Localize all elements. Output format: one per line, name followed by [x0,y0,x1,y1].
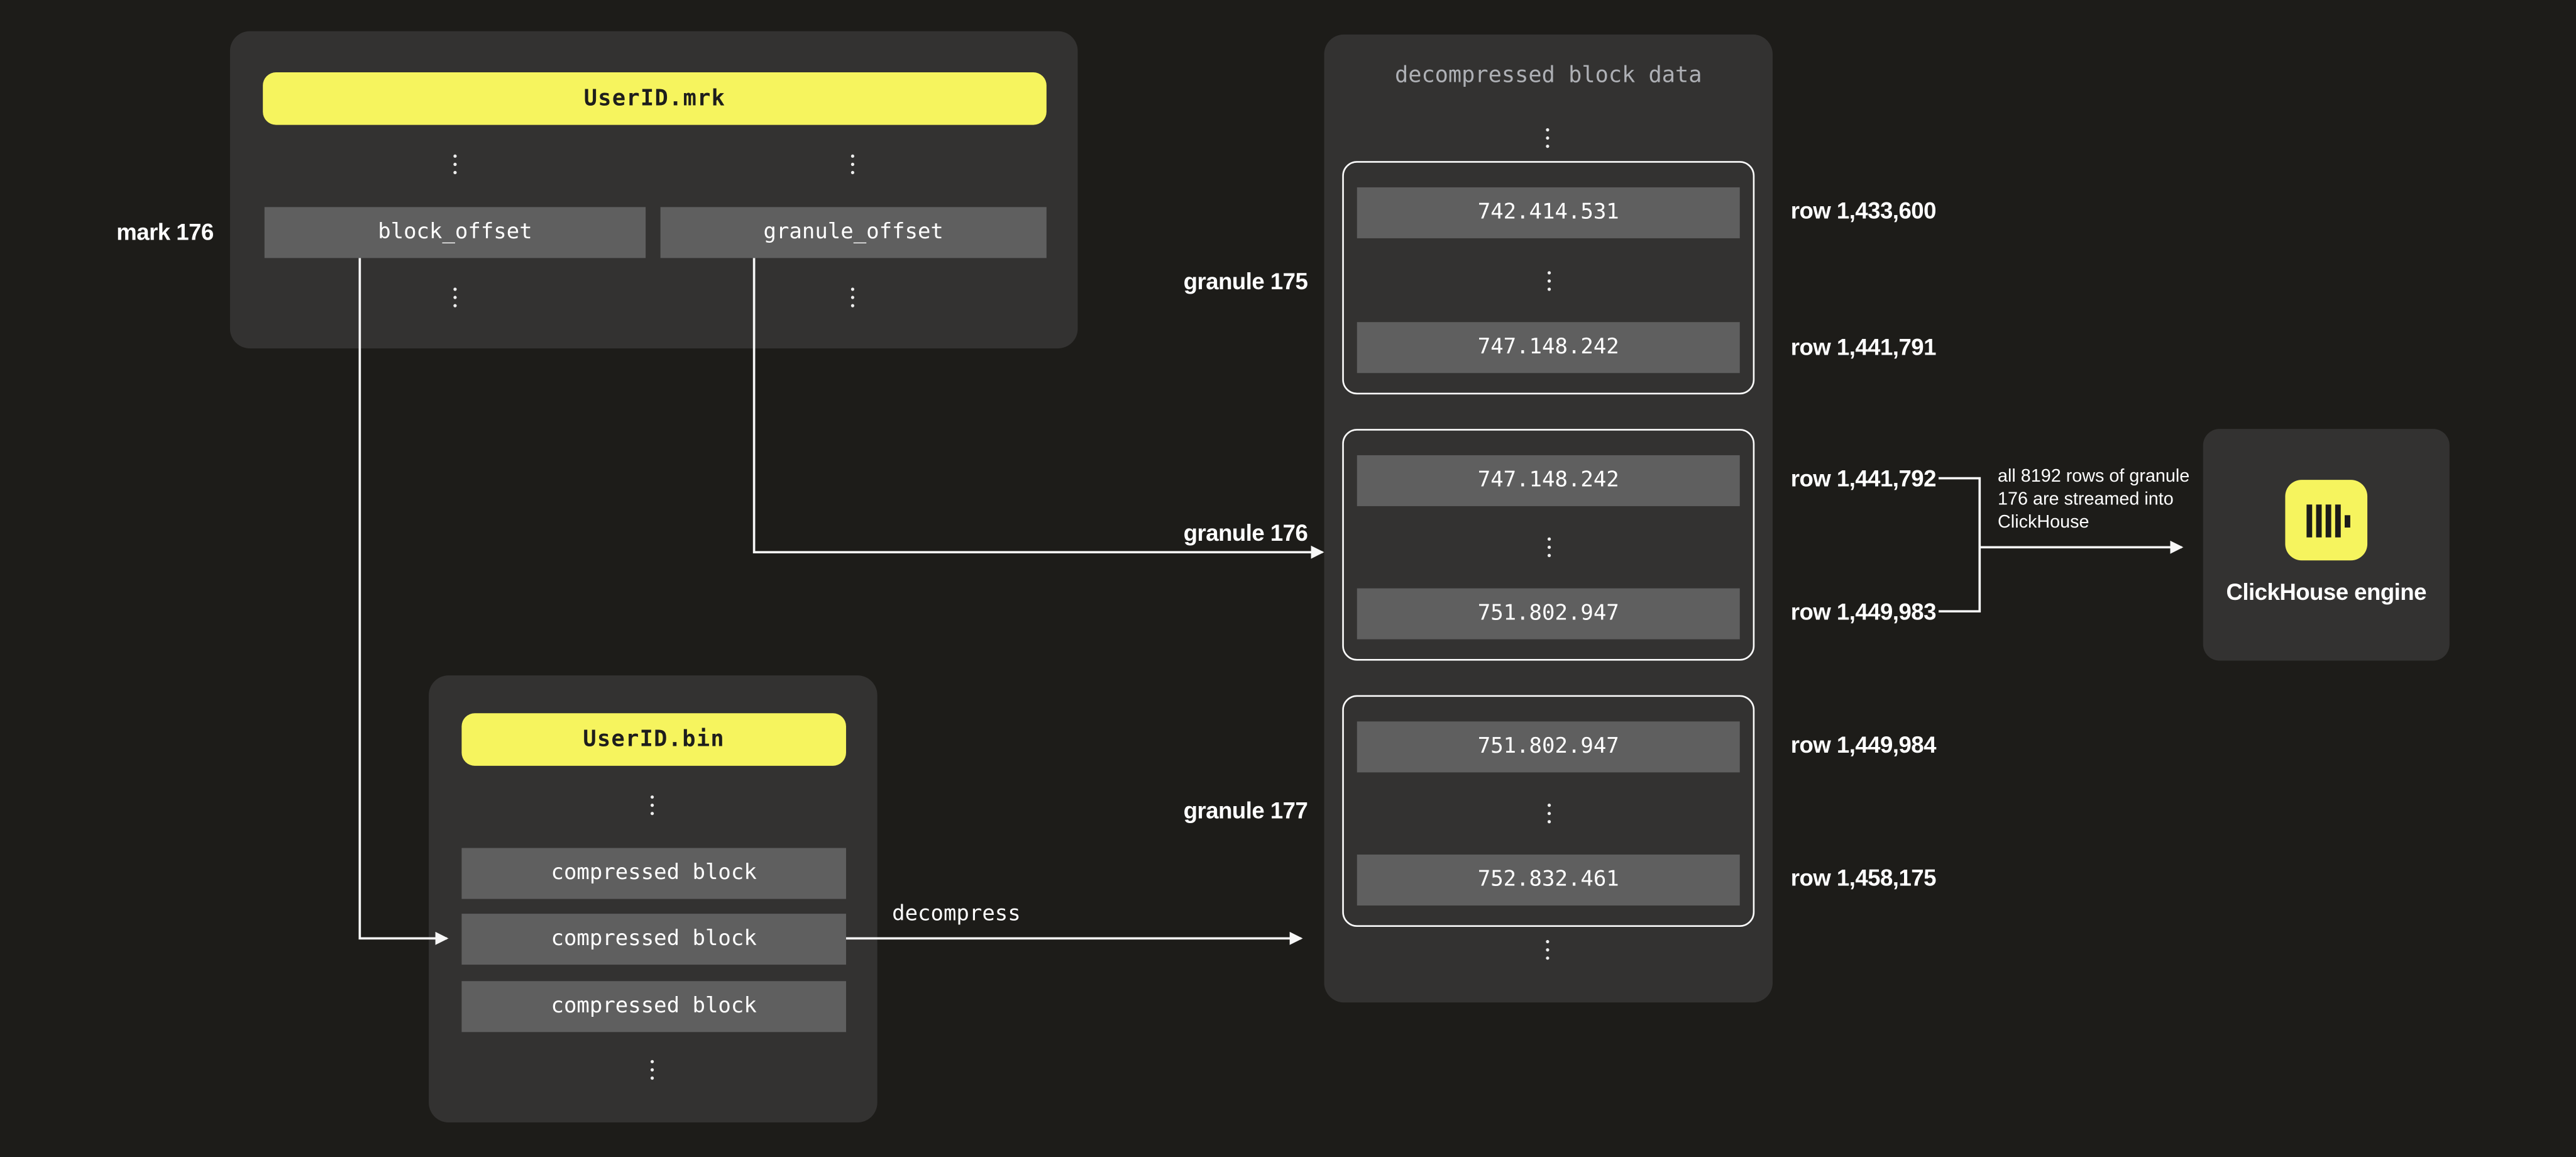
granule-177-box: 751.802.947 752.832.461 [1342,695,1755,927]
annotation-line-2: 176 are streamed into [1998,489,2174,510]
compressed-block-label: compressed block [551,927,757,952]
row-label-1458175: row 1,458,175 [1790,864,1937,891]
clickhouse-engine-label: ClickHouse engine [2226,578,2426,605]
granule-value-cell: 742.414.531 [1357,187,1740,238]
mark-176-label: mark 176 [116,218,214,245]
granule-value-cell: 751.802.947 [1357,588,1740,639]
bin-file-name: UserID.bin [583,726,725,753]
ellipsis-icon [850,287,855,307]
decompressed-data-panel: decompressed block data 742.414.531 747.… [1324,34,1773,1003]
ellipsis-icon [1547,804,1551,824]
block-offset-cell: block_offset [264,207,646,258]
granule-175-box: 742.414.531 747.148.242 [1342,161,1755,395]
row-label-1449983: row 1,449,983 [1790,598,1937,625]
granule-value-cell: 752.832.461 [1357,855,1740,906]
row-range-bracket [1938,477,1981,613]
compressed-block-label: compressed block [551,994,757,1019]
ellipsis-icon [453,287,457,307]
compressed-block-cell: compressed block [461,848,846,899]
clickhouse-engine-panel: ClickHouse engine [2203,429,2450,661]
decompressed-panel-title: decompressed block data [1394,62,1702,89]
granule-175-label: granule 175 [1183,268,1308,294]
granule-176-first-value: 747.148.242 [1477,468,1619,494]
granule-value-cell: 751.802.947 [1357,721,1740,773]
ellipsis-icon [1546,939,1549,960]
mrk-file-name: UserID.mrk [583,85,726,112]
granule-offset-label: granule_offset [763,220,944,245]
granule-175-first-value: 742.414.531 [1477,200,1619,226]
granule-175-last-value: 747.148.242 [1477,335,1619,360]
mrk-file-pill: UserID.mrk [263,72,1047,125]
row-label-1433600: row 1,433,600 [1790,197,1937,224]
granule-177-first-value: 751.802.947 [1477,734,1619,760]
granule-176-last-value: 751.802.947 [1477,601,1619,626]
compressed-block-cell: compressed block [461,914,846,965]
row-label-1449984: row 1,449,984 [1790,731,1937,758]
row-label-1441791: row 1,441,791 [1790,333,1937,360]
granule-176-label: granule 176 [1183,519,1308,546]
annotation-line-3: ClickHouse [1998,512,2089,533]
bin-file-panel: UserID.bin compressed block compressed b… [429,675,878,1123]
ellipsis-icon [1546,128,1549,148]
ellipsis-icon [650,795,654,816]
granule-value-cell: 747.148.242 [1357,455,1740,506]
granule-177-last-value: 752.832.461 [1477,867,1619,893]
compressed-block-label: compressed block [551,861,757,886]
mrk-file-panel: UserID.mrk block_offset granule_offset [229,31,1078,349]
streaming-annotation: all 8192 rows of granule 176 are streame… [1998,465,2228,534]
compressed-block-cell: compressed block [461,981,846,1032]
granule-offset-cell: granule_offset [660,207,1047,258]
ellipsis-icon [1547,271,1551,291]
granule-value-cell: 747.148.242 [1357,322,1740,374]
clickhouse-logo-icon [2285,480,2368,561]
annotation-line-1: all 8192 rows of granule [1998,467,2190,487]
ellipsis-icon [1547,537,1551,557]
ellipsis-icon [453,154,457,175]
ellipsis-icon [850,154,855,175]
bin-file-pill: UserID.bin [461,713,846,766]
decompress-label: decompress [892,902,1021,927]
block-offset-label: block_offset [378,220,532,245]
granule-177-label: granule 177 [1183,797,1308,824]
granule-176-box: 747.148.242 751.802.947 [1342,429,1755,661]
ellipsis-icon [650,1060,654,1080]
row-label-1441792: row 1,441,792 [1790,465,1937,492]
